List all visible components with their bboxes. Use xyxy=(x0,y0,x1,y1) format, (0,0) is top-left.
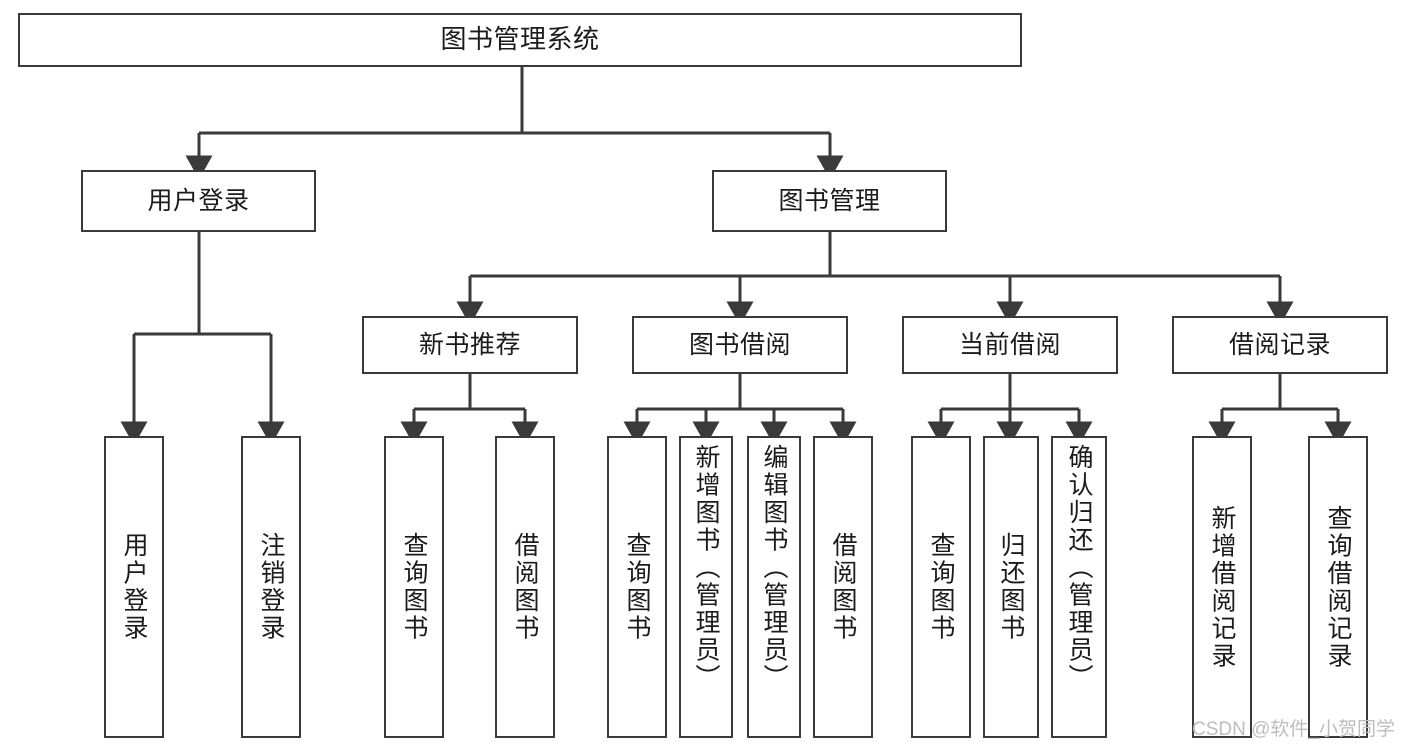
leaf-query-book-borrow[interactable]: 查询图书 xyxy=(607,436,667,738)
node-label: 借阅记录 xyxy=(1228,330,1331,359)
watermark-text: CSDN @软件_小贺同学 xyxy=(1192,719,1395,740)
leaf-add-book-admin[interactable]: 新增图书（管理员） xyxy=(679,436,733,738)
node-label: 用户登录 xyxy=(147,186,250,215)
leaf-user-login[interactable]: 用户登录 xyxy=(104,436,164,738)
node-label: 查询借阅记录 xyxy=(1324,504,1352,670)
node-label: 图书借阅 xyxy=(688,330,791,359)
leaf-return-book[interactable]: 归还图书 xyxy=(983,436,1039,738)
leaf-borrow-book[interactable]: 借阅图书 xyxy=(813,436,873,738)
leaf-add-borrow-record[interactable]: 新增借阅记录 xyxy=(1192,436,1252,738)
node-label: 归还图书 xyxy=(997,532,1025,642)
node-label: 编辑图书（管理员） xyxy=(760,444,788,692)
leaf-edit-book-admin[interactable]: 编辑图书（管理员） xyxy=(747,436,801,738)
leaf-confirm-return-admin[interactable]: 确认归还（管理员） xyxy=(1051,436,1107,738)
node-label: 确认归还（管理员） xyxy=(1065,444,1093,692)
node-label: 图书管理系统 xyxy=(440,24,600,55)
leaf-borrow-book-newbook[interactable]: 借阅图书 xyxy=(495,436,555,738)
node-label: 当前借阅 xyxy=(958,330,1061,359)
node-user-login[interactable]: 用户登录 xyxy=(81,170,316,232)
node-book-management[interactable]: 图书管理 xyxy=(712,170,947,232)
leaf-logout[interactable]: 注销登录 xyxy=(241,436,301,738)
node-label: 查询图书 xyxy=(623,532,651,642)
leaf-query-book-current[interactable]: 查询图书 xyxy=(911,436,971,738)
node-label: 借阅图书 xyxy=(511,532,539,642)
node-borrow-record[interactable]: 借阅记录 xyxy=(1172,316,1388,374)
node-label: 新书推荐 xyxy=(418,330,521,359)
node-label: 新增借阅记录 xyxy=(1208,504,1236,670)
node-label: 查询图书 xyxy=(400,532,428,642)
node-current-borrow[interactable]: 当前借阅 xyxy=(902,316,1118,374)
node-label: 用户登录 xyxy=(120,532,148,642)
leaf-query-borrow-record[interactable]: 查询借阅记录 xyxy=(1308,436,1368,738)
node-new-book-recommend[interactable]: 新书推荐 xyxy=(362,316,578,374)
node-label: 注销登录 xyxy=(257,532,285,642)
node-label: 借阅图书 xyxy=(829,532,857,642)
node-label: 图书管理 xyxy=(778,186,881,215)
node-label: 查询图书 xyxy=(927,532,955,642)
node-book-borrow[interactable]: 图书借阅 xyxy=(632,316,848,374)
node-root-system[interactable]: 图书管理系统 xyxy=(18,13,1022,67)
leaf-query-book-newbook[interactable]: 查询图书 xyxy=(384,436,444,738)
node-label: 新增图书（管理员） xyxy=(692,444,720,692)
